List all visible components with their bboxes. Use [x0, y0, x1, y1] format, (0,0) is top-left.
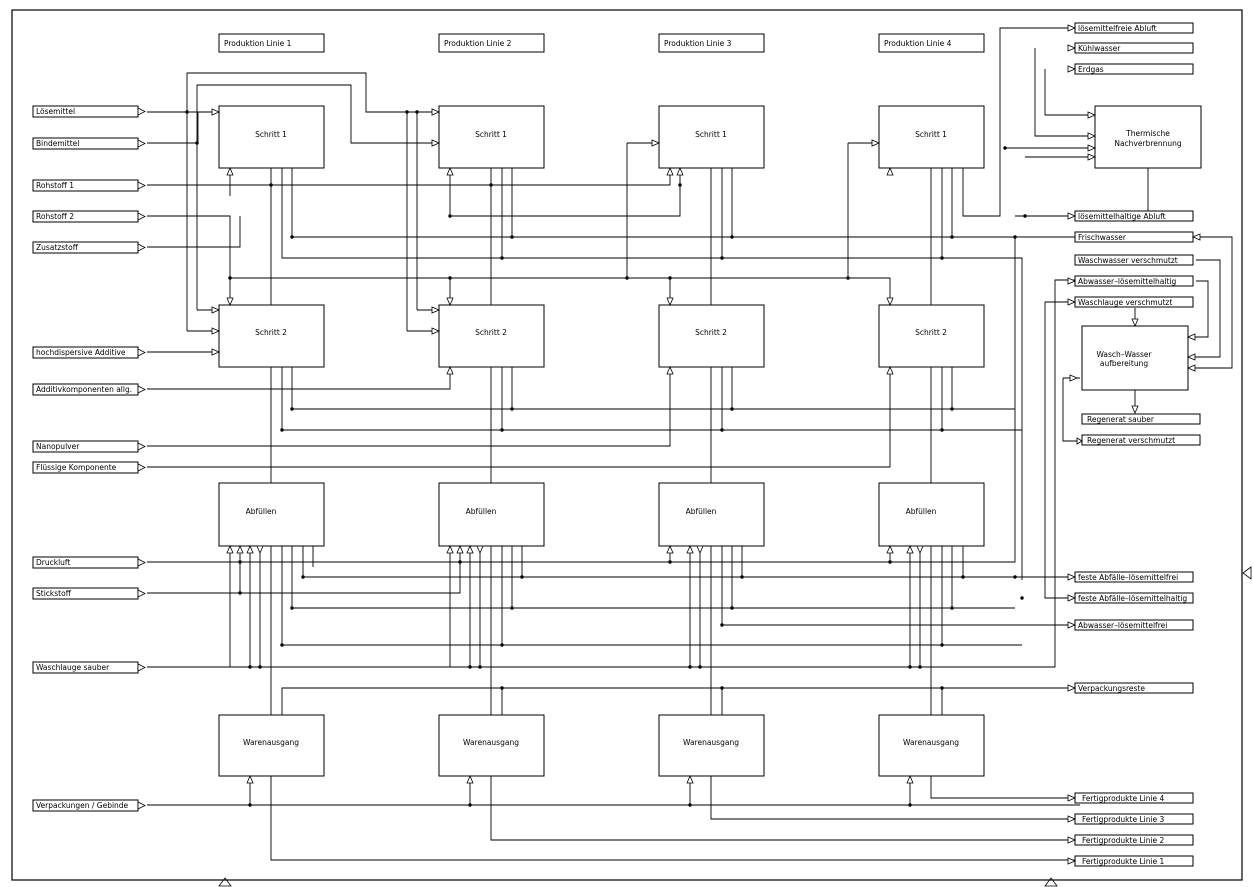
thermische-nachverbrennung-box — [1094, 105, 1202, 169]
input-zusatzstoff: Zusatzstoff — [36, 243, 79, 252]
frame-marker-bottom-right — [1044, 877, 1058, 887]
input-loesemittel: Lösemittel — [36, 107, 75, 116]
input-druckluft: Druckluft — [36, 558, 70, 567]
line-3-schritt-2 — [658, 304, 765, 368]
line-1-warenausgang-label: Warenausgang — [243, 738, 299, 747]
line-3-header-box — [658, 33, 765, 53]
line-4-schritt-1-label: Schritt 1 — [915, 130, 947, 139]
output-regenerat-verschmutzt: Regenerat verschmutzt — [1087, 436, 1175, 445]
process-steps: Schritt 1 Schritt 1 Schritt 1 Schritt 1 … — [218, 105, 985, 777]
input-fluessige-komponente: Flüssige Komponente — [36, 463, 117, 472]
frame-marker-right — [1242, 566, 1252, 580]
line-3-header: Produktion Linie 3 — [664, 39, 732, 48]
output-regenerat-sauber-box — [1081, 413, 1201, 425]
output-fertigprodukte-linie-4: Fertigprodukte Linie 4 — [1082, 794, 1165, 803]
line-2-abfuellen — [438, 482, 545, 547]
line-2-schritt-2-label: Schritt 2 — [475, 328, 507, 337]
nachverbrennung-line-2: Nachverbrennung — [1114, 139, 1182, 148]
line-2-schritt-1 — [438, 105, 545, 169]
wasch-wasser-aufbereitung-box — [1081, 325, 1189, 391]
line-4-abfuellen-label: Abfüllen — [906, 507, 937, 516]
output-arrows — [1067, 24, 1201, 865]
line-2-warenausgang-label: Warenausgang — [463, 738, 519, 747]
line-2-header-box — [438, 33, 545, 53]
utility-units: Thermische Nachverbrennung Wasch–Wasser … — [1081, 105, 1202, 391]
line-2-schritt-2 — [438, 304, 545, 368]
line-1-schritt-1 — [218, 105, 325, 169]
line-1-schritt-2-label: Schritt 2 — [255, 328, 287, 337]
line-4-warenausgang-label: Warenausgang — [903, 738, 959, 747]
frame-marker-bottom-left — [218, 877, 232, 887]
input-rohstoff-2: Rohstoff 2 — [36, 212, 74, 221]
line-4-schritt-1 — [878, 105, 985, 169]
output-frischwasser: Frischwasser — [1078, 233, 1127, 242]
line-1-abfuellen-label: Abfüllen — [246, 507, 277, 516]
output-regenerat-sauber: Regenerat sauber — [1087, 415, 1155, 424]
output-kuehlwasser: Kühlwasser — [1078, 44, 1121, 53]
line-4-schritt-2 — [878, 304, 985, 368]
line-1-abfuellen — [218, 482, 325, 547]
output-waschlauge-verschmutzt: Waschlauge verschmutzt — [1078, 298, 1172, 307]
input-additivkomponenten: Additivkomponenten allg. — [36, 385, 132, 394]
line-1-header-box — [218, 33, 325, 53]
line-4-header: Produktion Linie 4 — [884, 39, 952, 48]
output-erdgas: Erdgas — [1078, 65, 1104, 74]
line-3-warenausgang — [658, 714, 765, 777]
input-verpackungen: Verpackungen / Gebinde — [36, 801, 129, 810]
diagram-frame — [11, 9, 1243, 881]
output-fertigprodukte-linie-1: Fertigprodukte Linie 1 — [1082, 857, 1165, 866]
output-fertigprodukte-linie-3: Fertigprodukte Linie 3 — [1082, 815, 1165, 824]
input-stickstoff: Stickstoff — [36, 589, 72, 598]
line-3-schritt-2-label: Schritt 2 — [695, 328, 727, 337]
junctions — [185, 110, 1027, 807]
output-waschwasser-verschmutzt: Waschwasser verschmutzt — [1078, 256, 1178, 265]
input-arrows — [137, 107, 924, 810]
line-2-warenausgang — [438, 714, 545, 777]
input-nanopulver: Nanopulver — [36, 442, 80, 451]
line-2-header: Produktion Linie 2 — [444, 39, 512, 48]
connections — [147, 27, 1233, 861]
output-labels: lösemittelfreie Abluft Kühlwasser Erdgas… — [1074, 22, 1201, 867]
waschwasser-line-2: aufbereitung — [1100, 359, 1148, 368]
output-regenerat-verschmutzt-box — [1081, 434, 1201, 446]
line-1-schritt-2 — [218, 304, 325, 368]
line-3-schritt-1 — [658, 105, 765, 169]
line-1-schritt-1-label: Schritt 1 — [255, 130, 287, 139]
input-bindemittel: Bindemittel — [36, 139, 79, 148]
output-feste-abfaelle-loesemittelfrei: feste Abfälle–lösemittelfrei — [1078, 573, 1178, 582]
line-4-warenausgang — [878, 714, 985, 777]
line-3-schritt-1-label: Schritt 1 — [695, 130, 727, 139]
waschwasser-line-1: Wasch–Wasser — [1096, 350, 1152, 359]
input-hochdispersive-additive: hochdispersive Additive — [36, 348, 126, 357]
input-labels: Lösemittel Bindemittel Rohstoff 1 Rohsto… — [32, 105, 139, 812]
input-waschlauge-sauber: Waschlauge sauber — [36, 663, 110, 672]
line-1-warenausgang — [218, 714, 325, 777]
output-fertigprodukte-linie-2: Fertigprodukte Linie 2 — [1082, 836, 1165, 845]
input-rohstoff-1: Rohstoff 1 — [36, 181, 74, 190]
line-2-schritt-1-label: Schritt 1 — [475, 130, 507, 139]
line-4-header-box — [878, 33, 985, 53]
line-1-header: Produktion Linie 1 — [224, 39, 292, 48]
output-feste-abfaelle-loesemittelhaltig: feste Abfälle–lösemittelhaltig — [1078, 594, 1187, 603]
output-loesemittelhaltige-abluft: lösemittelhaltige Abluft — [1078, 212, 1166, 221]
output-loesemittelfreie-abluft: lösemittelfreie Abluft — [1078, 24, 1157, 33]
output-waschwasser-verschmutzt-box — [1074, 254, 1194, 266]
output-abwasser-loesemittelfrei: Abwasser–lösemittelfrei — [1078, 621, 1167, 630]
nachverbrennung-line-1: Thermische — [1125, 129, 1170, 138]
line-4-schritt-2-label: Schritt 2 — [915, 328, 947, 337]
line-3-warenausgang-label: Warenausgang — [683, 738, 739, 747]
line-4-abfuellen — [878, 482, 985, 547]
line-3-abfuellen — [658, 482, 765, 547]
line-2-abfuellen-label: Abfüllen — [466, 507, 497, 516]
output-abwasser-loesemittelhaltig: Abwasser–lösemittelhaltig — [1078, 277, 1177, 286]
line-3-abfuellen-label: Abfüllen — [686, 507, 717, 516]
output-verpackungsreste: Verpackungsreste — [1078, 684, 1145, 693]
